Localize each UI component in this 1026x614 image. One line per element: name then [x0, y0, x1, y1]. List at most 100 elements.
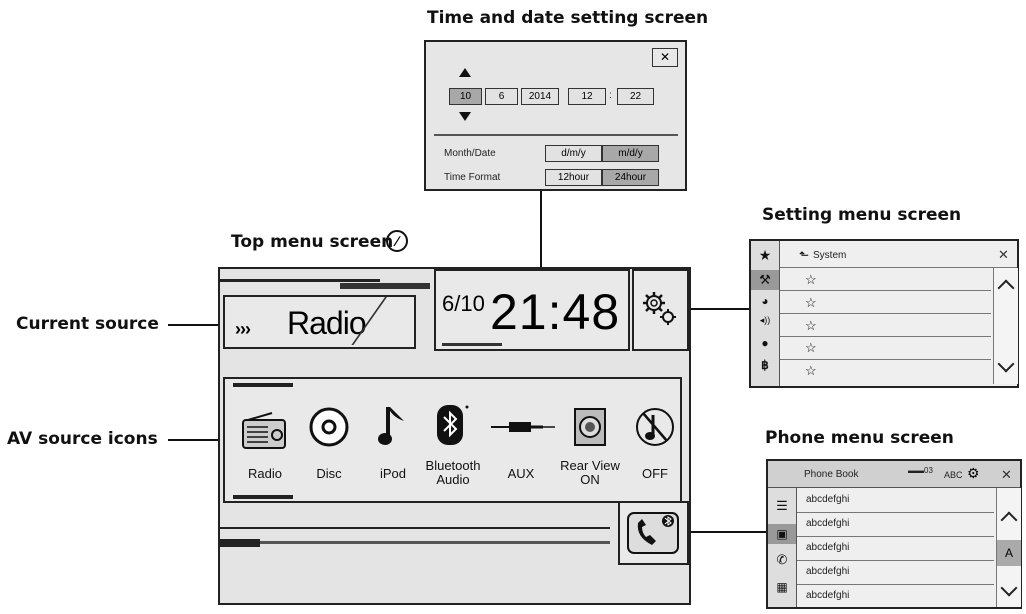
- av-label-off: OFF: [642, 466, 668, 481]
- system-tools-icon[interactable]: ⚒: [751, 270, 779, 290]
- list-item[interactable]: ☆: [805, 272, 817, 287]
- caption-time-date: Time and date setting screen: [427, 8, 709, 28]
- decor-stripe: [220, 279, 380, 282]
- phone-menu-screen: Phone Book ▬▬03 ABC ⚙ ✕ ☰ ▣ ✆ ▦ abcdefgh…: [766, 459, 1022, 609]
- contact-entry[interactable]: abcdefghi: [806, 590, 850, 601]
- list-item[interactable]: ☆: [805, 340, 817, 355]
- format-12hour-button[interactable]: 12hour: [545, 169, 602, 186]
- contact-entry[interactable]: abcdefghi: [806, 518, 850, 529]
- connector-phone-h: [688, 531, 766, 533]
- row-divider: [780, 336, 991, 337]
- list-item[interactable]: ☆: [805, 318, 817, 333]
- time-format-label: Time Format: [444, 172, 501, 183]
- bluetooth-icon[interactable]: [435, 403, 469, 449]
- aux-cable-icon[interactable]: [491, 417, 555, 437]
- caption-current-source: Current source: [16, 314, 159, 334]
- source-arrows-icon: ›››: [235, 319, 251, 339]
- down-arrow-icon[interactable]: [459, 112, 471, 121]
- phone-book-title: Phone Book: [804, 469, 859, 480]
- clock-widget[interactable]: 6/10 21:48: [434, 269, 630, 351]
- setting-title: System: [813, 250, 847, 261]
- gear-icon[interactable]: ⚙: [967, 465, 980, 481]
- connector-av-source: [168, 439, 220, 441]
- row-divider: [797, 584, 994, 585]
- decor-stripe: [233, 383, 293, 387]
- list-item[interactable]: ☆: [805, 295, 817, 310]
- month-value[interactable]: 10: [449, 88, 482, 105]
- settings-button[interactable]: [632, 269, 689, 351]
- decor-stripe: [260, 541, 610, 544]
- decor-stripe: [220, 527, 610, 529]
- chevron-up-icon[interactable]: [997, 279, 1015, 297]
- link-icon: ∕: [386, 230, 408, 252]
- radio-icon[interactable]: [242, 411, 286, 451]
- connector-setting-h: [689, 308, 749, 310]
- row-divider: [780, 313, 991, 314]
- row-divider: [797, 512, 994, 513]
- back-icon[interactable]: ⬑: [799, 248, 810, 262]
- video-icon[interactable]: ●: [761, 336, 769, 350]
- chevron-up-icon[interactable]: [1000, 511, 1018, 529]
- caption-setting-menu: Setting menu screen: [762, 205, 962, 225]
- dial-icon[interactable]: ✆: [776, 552, 788, 567]
- contact-entry[interactable]: abcdefghi: [806, 542, 850, 553]
- phone-bluetooth-icon: [627, 512, 679, 554]
- phone-button[interactable]: [618, 501, 689, 565]
- contacts-icon[interactable]: ▣: [768, 524, 796, 544]
- bluetooth-setting-icon[interactable]: ฿: [761, 358, 769, 372]
- phone-header: Phone Book ▬▬03 ABC ⚙ ✕: [768, 461, 1020, 488]
- caption-phone-menu: Phone menu screen: [765, 428, 954, 448]
- audio-icon[interactable]: ◂)): [759, 315, 771, 325]
- camera-icon[interactable]: [573, 407, 607, 447]
- connector-current-source: [168, 324, 220, 326]
- theme-icon[interactable]: ◕: [761, 294, 769, 308]
- year-value[interactable]: 2014: [521, 88, 559, 105]
- contact-entry[interactable]: abcdefghi: [806, 566, 850, 577]
- decor-stripe: [233, 495, 293, 499]
- decor-underline: [442, 343, 502, 346]
- format-dmy-button[interactable]: d/m/y: [545, 145, 602, 162]
- current-source-button[interactable]: ››› Radio: [223, 295, 416, 349]
- av-label-aux: AUX: [507, 466, 535, 481]
- connector-time-date-v: [540, 191, 542, 269]
- row-divider: [797, 560, 994, 561]
- scrollbar[interactable]: A: [996, 488, 1021, 607]
- up-arrow-icon[interactable]: [459, 68, 471, 77]
- close-icon[interactable]: ✕: [998, 247, 1009, 262]
- history-icon[interactable]: ☰: [776, 498, 788, 513]
- close-button[interactable]: ✕: [652, 48, 678, 67]
- av-label-ipod: iPod: [379, 466, 407, 481]
- close-icon[interactable]: ✕: [1001, 467, 1012, 482]
- favorite-icon[interactable]: ★: [758, 247, 772, 263]
- top-menu-screen: ››› Radio 6/10 21:48: [218, 267, 691, 605]
- av-label-disc: Disc: [316, 466, 342, 481]
- decor-stripe: [220, 539, 260, 547]
- format-mdy-button[interactable]: m/d/y: [602, 145, 659, 162]
- row-divider: [780, 359, 991, 360]
- contact-entry[interactable]: abcdefghi: [806, 494, 850, 505]
- row-divider: [780, 267, 1017, 268]
- disc-icon[interactable]: [309, 407, 349, 447]
- list-item[interactable]: ☆: [805, 363, 817, 378]
- abc-label[interactable]: ABC: [944, 470, 963, 480]
- chevron-down-icon[interactable]: [1000, 579, 1018, 597]
- month-date-label: Month/Date: [444, 148, 496, 159]
- day-value[interactable]: 6: [485, 88, 518, 105]
- chevron-down-icon[interactable]: [997, 355, 1015, 373]
- setting-menu-screen: ★ ⚒ ◕ ◂)) ● ฿ ⬑ System ✕ ☆ ☆ ☆ ☆ ☆: [749, 239, 1019, 388]
- format-24hour-button[interactable]: 24hour: [602, 169, 659, 186]
- av-source-panel: Radio Disc iPod Bluetooth Audio AUX Rear…: [223, 377, 682, 503]
- decor-stripe: [340, 283, 430, 289]
- keypad-icon[interactable]: ▦: [776, 580, 788, 594]
- caption-av-source: AV source icons: [7, 429, 158, 449]
- hour-value[interactable]: 12: [568, 88, 606, 105]
- av-label-bluetooth: Bluetooth Audio: [425, 458, 481, 487]
- gears-icon: [643, 292, 676, 325]
- scrollbar[interactable]: [993, 268, 1018, 384]
- music-note-icon[interactable]: [378, 403, 408, 449]
- index-letter[interactable]: A: [997, 540, 1021, 566]
- time-date-screen: ✕ 10 6 2014 12 : 22 Month/Date d/m/y m/d…: [424, 40, 687, 191]
- off-icon[interactable]: [635, 405, 675, 449]
- minute-value[interactable]: 22: [617, 88, 654, 105]
- row-divider: [780, 290, 991, 291]
